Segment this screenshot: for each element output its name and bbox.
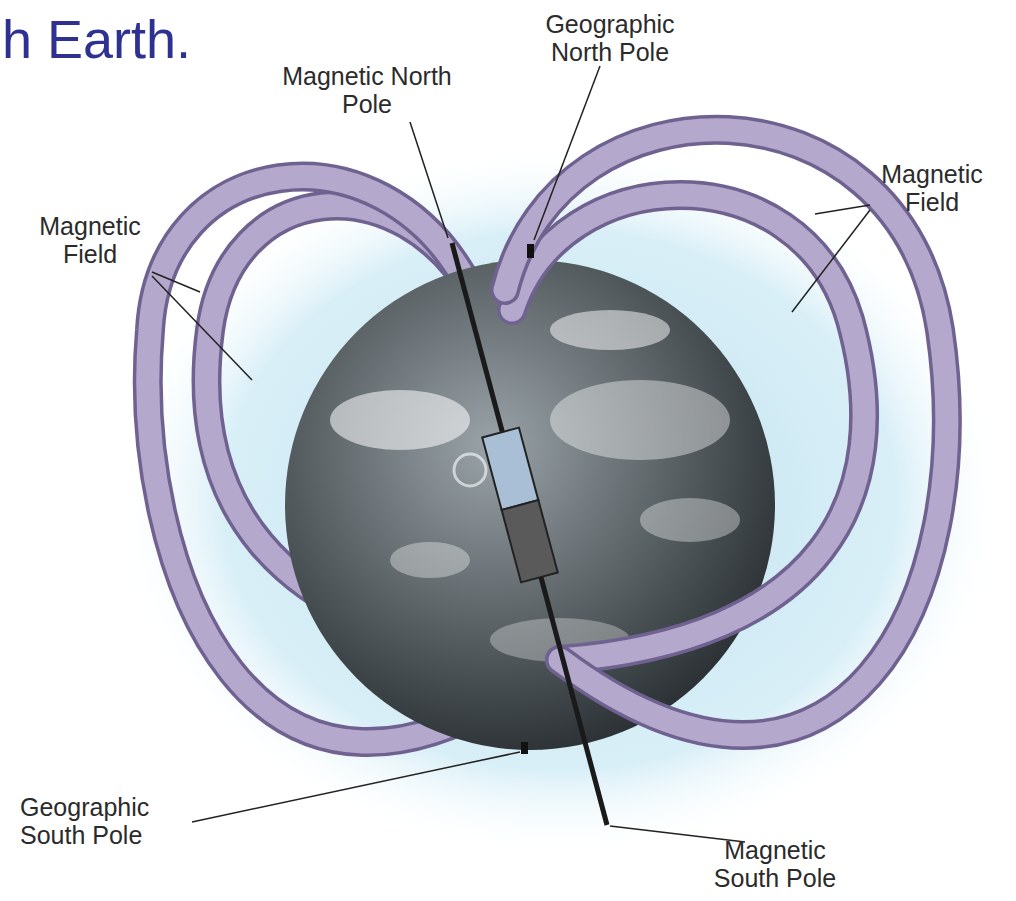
geographic-pole-marker	[527, 244, 534, 258]
bar-magnet	[482, 428, 558, 583]
field-lines-front	[505, 130, 947, 735]
slide-title: h Earth.	[2, 12, 191, 66]
callout-label: Magnetic South Pole	[700, 836, 850, 892]
leader-lines	[152, 66, 870, 842]
geographic-pole-marker	[521, 742, 528, 754]
atmosphere-glow	[110, 140, 1010, 860]
cloud-swirls	[330, 310, 740, 662]
magnetic-axis	[452, 243, 607, 825]
callout-label: Magnetic North Pole	[282, 62, 452, 118]
callout-label: Magnetic Field	[30, 212, 150, 268]
earth-globe	[285, 260, 775, 750]
callout-label: Geographic North Pole	[530, 10, 690, 66]
callout-label: Magnetic Field	[872, 160, 992, 216]
callout-label: Geographic South Pole	[20, 793, 190, 849]
